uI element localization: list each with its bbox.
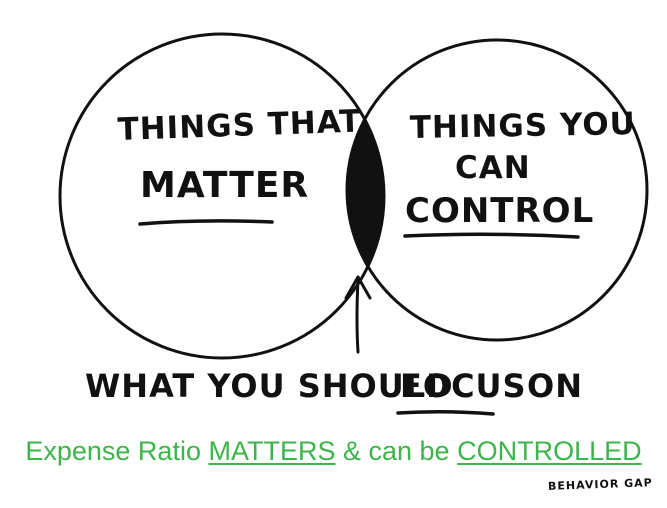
focus-label-after: ON: [527, 367, 583, 405]
right-circle-line2: CAN: [455, 150, 531, 186]
left-circle: [58, 32, 386, 360]
matter-underline: [138, 219, 274, 226]
caption-part1: Expense Ratio: [25, 436, 201, 466]
caption-part2: & can be: [343, 436, 450, 466]
caption-emph-matters: MATTERS: [208, 436, 336, 466]
focus-arrow-head: [344, 275, 372, 300]
focus-label-emphasis: FOCUS: [400, 367, 527, 405]
right-circle-line1: THINGS YOU: [410, 106, 637, 146]
right-circle: [345, 38, 649, 342]
control-underline: [403, 232, 580, 239]
left-circle-line2: MATTER: [140, 165, 309, 206]
caption-emph-controlled: CONTROLLED: [457, 436, 642, 466]
intersection-lens: [347, 40, 384, 340]
focus-label-before: WHAT YOU SHOULD: [85, 367, 454, 405]
right-circle-line3: CONTROL: [405, 191, 594, 231]
focus-arrow-shaft: [355, 278, 360, 354]
expense-ratio-caption: Expense Ratio MATTERS & can be CONTROLLE…: [0, 436, 667, 467]
left-circle-line1: THINGS THAT: [117, 104, 362, 148]
focus-underline: [396, 409, 495, 416]
